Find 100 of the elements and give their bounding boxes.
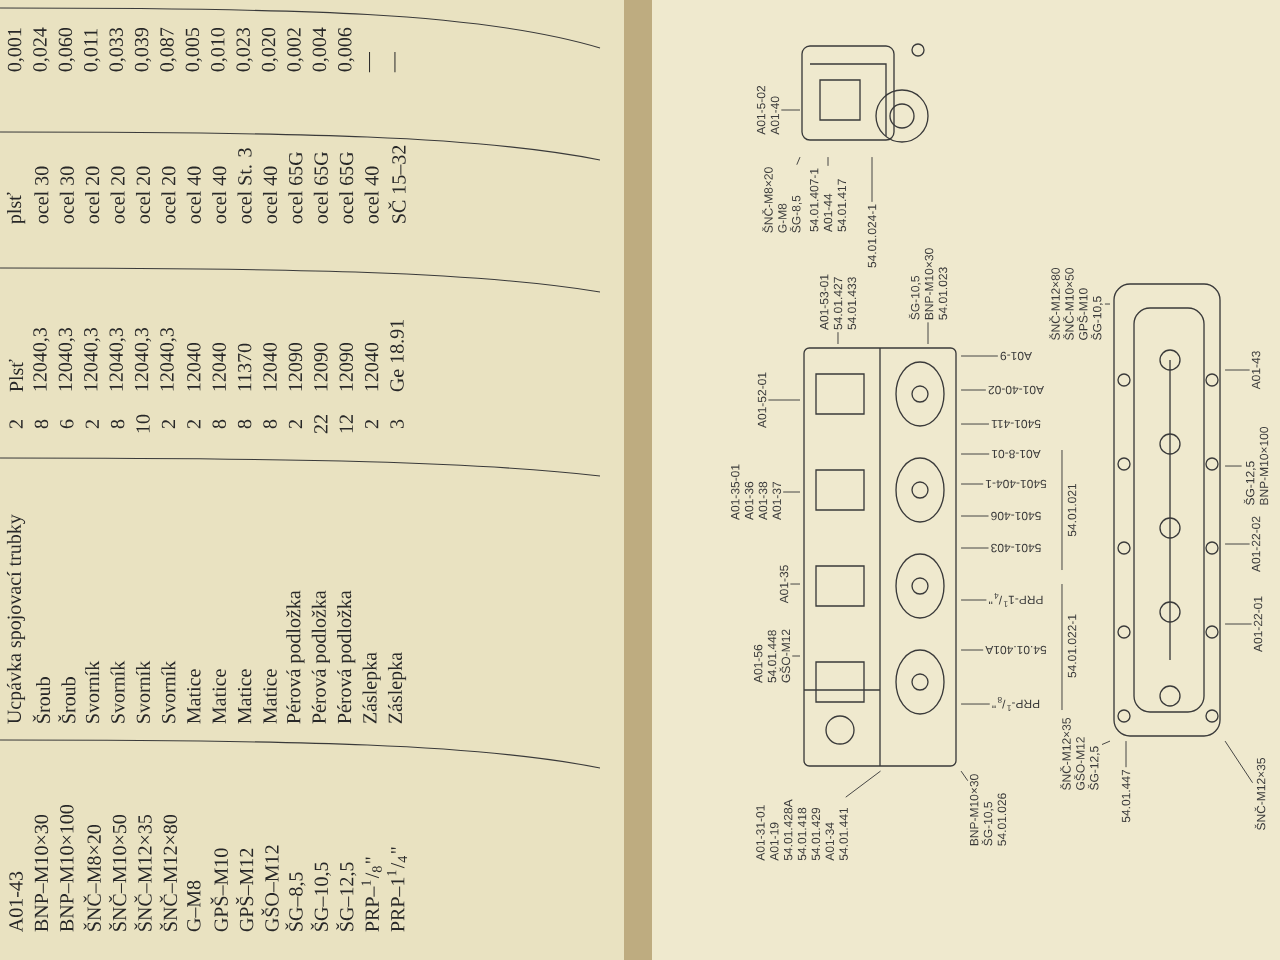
- table-cell: PRP–1$^{1}$/$_{4}$": [386, 847, 408, 932]
- table-cell: 2: [288, 420, 302, 429]
- table-cell: Matice: [212, 669, 226, 724]
- table-cell: 2: [161, 420, 176, 429]
- table-cell: 12040,3: [134, 327, 152, 391]
- table-cell: Pérová podložka: [286, 590, 305, 724]
- table-cell: ocel 40: [262, 166, 278, 224]
- table-cell: ocel 20: [85, 166, 100, 224]
- table-cell: ocel 20: [135, 166, 151, 224]
- table-cell: 12040,3: [84, 327, 101, 391]
- table-cell: —: [369, 52, 371, 73]
- table-cell: ŠNČ–M12×35: [134, 815, 152, 931]
- table-cell: Záslepka: [387, 652, 407, 724]
- table-cell: 12: [339, 415, 353, 433]
- leader-line: [871, 156, 873, 203]
- table-cell: ŠG–8,5: [285, 872, 306, 931]
- table-cell: Matice: [237, 669, 252, 724]
- table-cell: 8: [263, 419, 277, 429]
- leader-line: [960, 649, 984, 651]
- table-cell: 8: [237, 419, 252, 429]
- leader-line: [960, 599, 987, 601]
- table-cell: 12040,3: [109, 327, 126, 391]
- table-cell: ocel 40: [364, 166, 379, 224]
- table-cell: BNP–M10×100: [60, 804, 74, 932]
- table-cell: 12090: [288, 342, 303, 391]
- table-cell: ocel 30: [59, 166, 74, 224]
- leader-line: [827, 156, 829, 167]
- table-cell: 10: [136, 414, 150, 433]
- table-cell: Šroub: [32, 677, 51, 723]
- table-cell: ocel 20: [110, 166, 125, 224]
- table-cell: Šroub: [58, 677, 76, 723]
- leader-line: [1125, 740, 1127, 768]
- table-cell: 0,006: [338, 27, 355, 72]
- leader-line: [960, 703, 991, 705]
- table-cell: Svorník: [85, 660, 100, 723]
- engine-drawing: [1113, 283, 1221, 737]
- table-cell: 22: [314, 415, 328, 434]
- table-cell: 8: [212, 419, 226, 429]
- table-cell: 2: [187, 420, 201, 429]
- engine-drawing: [801, 43, 929, 143]
- leader-line: [1224, 369, 1251, 371]
- leader-line: [767, 399, 801, 401]
- table-cell: 12040: [212, 342, 226, 391]
- table-cell: PRP–$^{1}$/$_{8}$": [361, 857, 382, 932]
- table-cell: 0,023: [236, 27, 253, 72]
- table-cell: Záslepka: [362, 652, 381, 724]
- leader-line: [960, 770, 969, 782]
- leader-line: [960, 547, 989, 549]
- table-cell: Pérová podložka: [311, 590, 330, 724]
- leader-line: [1101, 740, 1111, 745]
- table-cell: 12040: [263, 342, 277, 391]
- table-cell: 0,087: [160, 27, 177, 72]
- table-cell: 0,002: [287, 28, 304, 72]
- table-cell: BNP–M10×30: [34, 814, 49, 932]
- leader-line: [791, 655, 801, 657]
- leader-line: [782, 491, 801, 493]
- table-cell: Svorník: [161, 660, 176, 723]
- leader-line: [796, 156, 801, 166]
- table-cell: 2: [365, 420, 379, 429]
- table-cell: —: [394, 52, 396, 73]
- table-cell: 12090: [339, 342, 353, 391]
- leader-line: [927, 321, 929, 345]
- table-cell: Ucpávka spojovací trubky: [6, 514, 26, 724]
- table-cell: GPŠ–M10: [210, 848, 228, 932]
- leader-line: [845, 770, 881, 798]
- table-cell: 12040: [187, 342, 201, 391]
- table-cell: 12040: [364, 342, 379, 391]
- table-cell: 12040,3: [33, 327, 50, 391]
- table-cell: G–M8: [187, 880, 201, 932]
- leader-line: [960, 423, 990, 425]
- table-cell: ŠG–10,5: [310, 862, 331, 931]
- table-cell: Ge 18.91: [390, 320, 404, 392]
- table-cell: 8: [34, 419, 49, 429]
- table-cell: A01-43: [9, 871, 23, 932]
- leader-line: [789, 583, 801, 585]
- leader-line: [780, 109, 801, 111]
- leader-line: [960, 389, 987, 391]
- table-cell: 8: [110, 419, 125, 429]
- table-cell: 0,024: [33, 27, 50, 72]
- table-cell: 0,020: [261, 27, 279, 72]
- table-cell: 12040,3: [160, 327, 177, 391]
- table-cell: ocel 20: [161, 166, 176, 224]
- table-cell: 6: [60, 419, 74, 429]
- table-cell: 0,010: [211, 27, 228, 72]
- table-cell: Svorník: [110, 660, 125, 723]
- leader-line: [960, 483, 984, 485]
- table-cell: Pérová podložka: [337, 590, 356, 724]
- table-cell: 11370: [237, 343, 252, 391]
- table-cell: 2: [85, 420, 99, 429]
- table-cell: ocel 40: [186, 166, 201, 224]
- table-cell: 0,033: [109, 27, 126, 72]
- table-cell: 0,004: [312, 27, 329, 72]
- table-cell: SČ 15–32: [388, 145, 406, 223]
- table-cell: ocel 30: [34, 166, 49, 224]
- leader-line: [837, 331, 839, 345]
- table-cell: 12090: [314, 342, 328, 391]
- table-cell: ŠNČ–M8×20: [83, 824, 101, 931]
- engine-drawing: [803, 347, 957, 767]
- table-cell: 3: [390, 419, 404, 429]
- table-cell: plsť: [6, 192, 26, 224]
